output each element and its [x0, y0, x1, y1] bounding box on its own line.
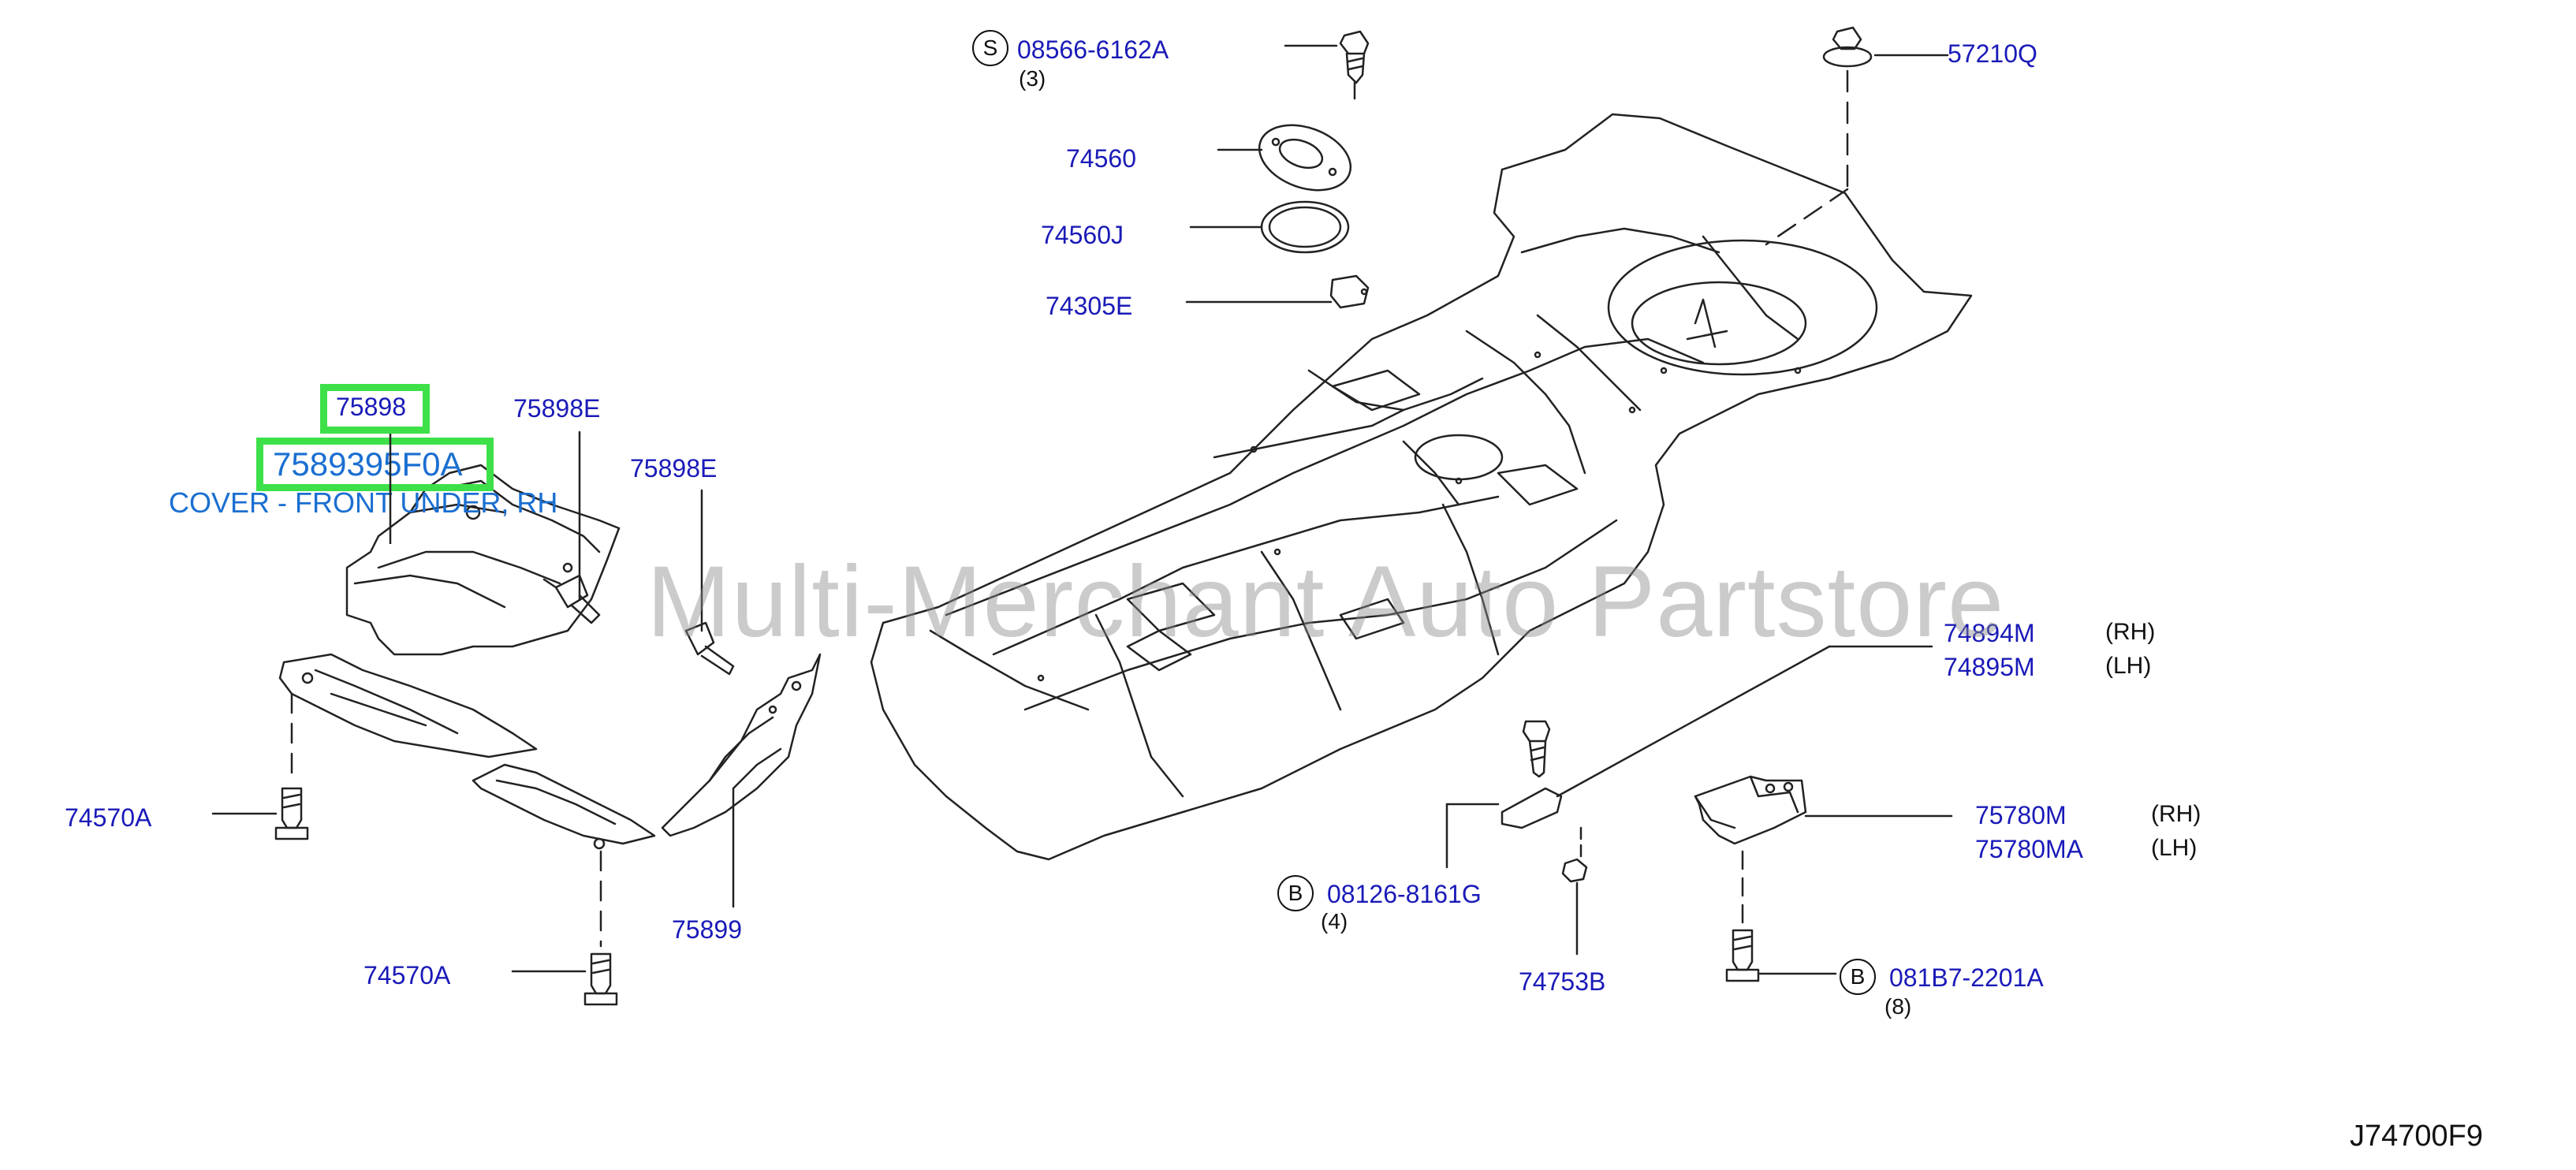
part-label-75899[interactable]: 75899 [672, 915, 742, 944]
qty-08566: (3) [1019, 66, 1046, 91]
watermark: Multi-Merchant Auto Partstore [647, 546, 2005, 658]
highlight-box-part-code [320, 384, 430, 434]
side-rh-74894M: (RH) [2105, 619, 2156, 645]
highlight-box-part-number [256, 438, 494, 491]
part-label-08126-8161G[interactable]: 08126-8161G [1327, 880, 1482, 908]
side-lh-74895M: (LH) [2105, 653, 2152, 679]
side-lh-75780MA: (LH) [2151, 835, 2198, 861]
front-under-cover-rh [345, 464, 621, 656]
s-badge: S [972, 30, 1008, 66]
highlighted-part-code[interactable]: 75898 [336, 393, 406, 421]
floor-panel [870, 113, 1973, 861]
part-label-74560[interactable]: 74560 [1066, 144, 1136, 173]
part-label-74753B[interactable]: 74753B [1519, 967, 1606, 996]
side-rh-75780M: (RH) [2151, 801, 2201, 827]
b-badge-08126: B [1277, 875, 1314, 911]
highlighted-part-number[interactable]: 7589395F0A [273, 445, 463, 483]
part-label-74895M[interactable]: 74895M [1944, 653, 2035, 681]
part-label-75898E-upper[interactable]: 75898E [513, 394, 601, 423]
part-label-74570A-lower[interactable]: 74570A [363, 961, 451, 989]
part-label-74305E[interactable]: 74305E [1046, 292, 1133, 320]
diagram-code: J74700F9 [2350, 1120, 2484, 1153]
highlighted-part-description: COVER - FRONT UNDER, RH [169, 486, 558, 519]
qty-081B7: (8) [1884, 994, 1912, 1019]
part-label-57210Q[interactable]: 57210Q [1948, 39, 2037, 68]
part-label-75898E-lower[interactable]: 75898E [630, 454, 718, 483]
part-label-75780MA[interactable]: 75780MA [1975, 835, 2083, 863]
part-label-081B7-2201A[interactable]: 081B7-2201A [1889, 963, 2044, 992]
part-label-74560J[interactable]: 74560J [1041, 221, 1124, 249]
part-label-08566-6162A[interactable]: 08566-6162A [1017, 35, 1169, 64]
b-badge-081B7: B [1840, 959, 1876, 995]
part-label-74570A-upper[interactable]: 74570A [65, 803, 152, 832]
part-label-74894M[interactable]: 74894M [1944, 619, 2035, 647]
qty-08126: (4) [1321, 909, 1348, 933]
part-label-75780M[interactable]: 75780M [1975, 801, 2067, 829]
